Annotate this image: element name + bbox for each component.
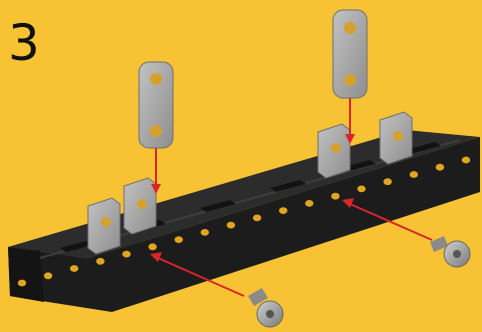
rail-hole: [148, 243, 156, 250]
rail-hole: [201, 229, 209, 236]
rail-hole: [331, 193, 339, 200]
rail-hole: [279, 207, 287, 214]
rail-hole: [96, 258, 104, 265]
rail-hole: [357, 186, 365, 193]
screw-right: [430, 236, 470, 267]
rail-front-face: [8, 137, 480, 312]
rail-hole: [383, 178, 391, 185]
rail-hole: [253, 215, 261, 222]
rail-hole: [175, 236, 183, 243]
rail-hole: [227, 222, 235, 229]
rail-hole: [122, 251, 130, 258]
rail-hole: [462, 157, 470, 164]
rail-hole: [44, 272, 52, 279]
rail-hole: [436, 164, 444, 171]
link-plate-left: [139, 62, 173, 148]
rail-hole: [18, 280, 26, 287]
link-plate-right: [333, 10, 367, 98]
rail-hole: [410, 171, 418, 178]
screw-left: [248, 288, 283, 327]
rail-hole: [305, 200, 313, 207]
rail-end-face: [8, 247, 44, 302]
rail-hole: [70, 265, 78, 272]
